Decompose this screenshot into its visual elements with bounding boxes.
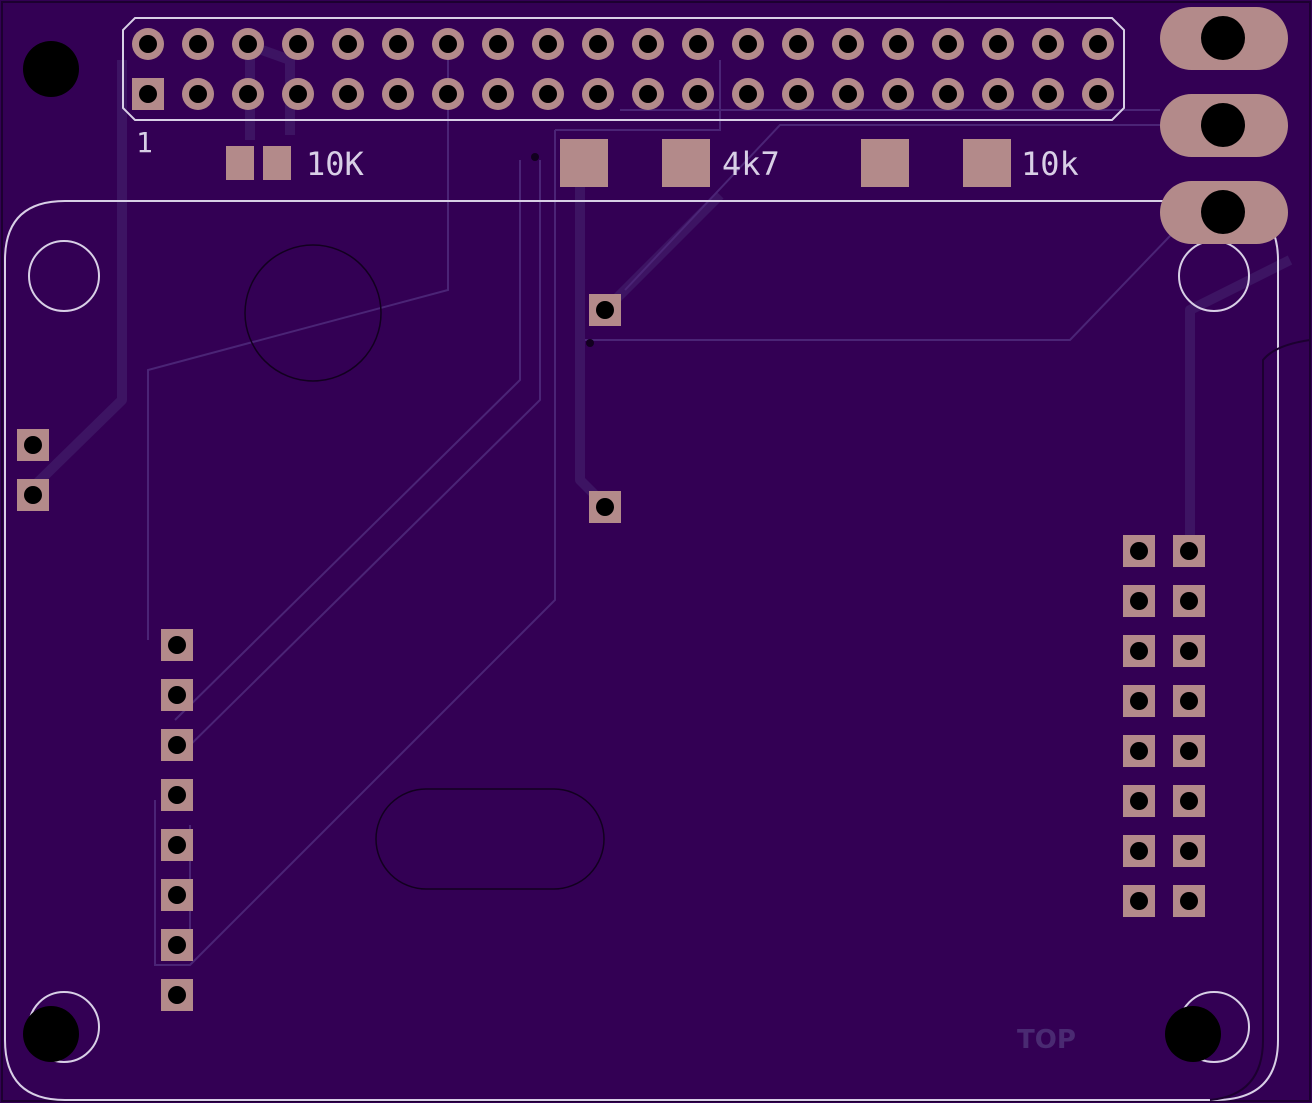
crystal-outline (375, 788, 605, 890)
through-hole-drill (1180, 792, 1198, 810)
gpio-drill (989, 35, 1007, 53)
gpio-drill (389, 85, 407, 103)
gpio-drill (339, 85, 357, 103)
gpio-drill (139, 85, 157, 103)
gpio-drill (1039, 85, 1057, 103)
terminal-drill-1 (1201, 16, 1245, 60)
gpio-drill (1089, 35, 1107, 53)
gpio-drill (1089, 85, 1107, 103)
gpio-drill (339, 35, 357, 53)
through-hole-drill (168, 886, 186, 904)
gpio-header-outline (122, 17, 1125, 121)
r2-value-label: 4k7 (722, 145, 780, 183)
gpio-header (132, 28, 1114, 110)
buzzer-outline (244, 244, 382, 382)
gpio-drill (489, 35, 507, 53)
gpio-drill (739, 85, 757, 103)
gpio-drill (289, 85, 307, 103)
gpio-drill (439, 35, 457, 53)
through-hole-drill (1130, 742, 1148, 760)
gpio-drill (189, 35, 207, 53)
signal-traces (147, 60, 1196, 966)
gpio-drill (789, 85, 807, 103)
r3-value-label: 10k (1021, 145, 1079, 183)
gpio-drill (939, 35, 957, 53)
gpio-drill (589, 35, 607, 53)
gpio-drill (839, 35, 857, 53)
r2-pad-1 (560, 139, 608, 187)
through-hole-drill (1180, 642, 1198, 660)
through-hole-drill (596, 498, 614, 516)
mount-hole-top-left (23, 41, 79, 97)
gpio-drill (139, 35, 157, 53)
through-hole-drill (1180, 892, 1198, 910)
gpio-drill (639, 35, 657, 53)
gpio-drill (189, 85, 207, 103)
gpio-drill (289, 35, 307, 53)
gpio-drill (539, 85, 557, 103)
through-hole-drill (168, 986, 186, 1004)
r3-pad-2 (963, 139, 1011, 187)
gpio-drill (689, 35, 707, 53)
hat-mount-hole-tl (28, 240, 100, 312)
gpio-drill (989, 85, 1007, 103)
pin1-label: 1 (136, 126, 153, 159)
gpio-drill (389, 35, 407, 53)
through-hole-drill (1130, 842, 1148, 860)
gpio-drill (739, 35, 757, 53)
through-hole-drill (1130, 642, 1148, 660)
through-hole-drill (168, 836, 186, 854)
r2-pad-2 (662, 139, 710, 187)
gpio-drill (1039, 35, 1057, 53)
through-hole-drill (1180, 842, 1198, 860)
board-edge-cutout (1209, 339, 1311, 1101)
gpio-drill (489, 85, 507, 103)
gpio-drill (789, 35, 807, 53)
through-hole-drill (1130, 542, 1148, 560)
through-hole-drill (1180, 592, 1198, 610)
r1-value-label: 10K (306, 145, 365, 183)
gpio-drill (639, 85, 657, 103)
terminal-drill-3 (1201, 190, 1245, 234)
screw-terminal (1160, 7, 1288, 244)
through-hole-drill (24, 486, 42, 504)
through-hole-drill (1130, 792, 1148, 810)
terminal-drill-2 (1201, 103, 1245, 147)
r3-pad-1 (861, 139, 909, 187)
through-hole-drill (1130, 692, 1148, 710)
through-hole-drill (1180, 742, 1198, 760)
through-hole-drill (1180, 542, 1198, 560)
through-hole-drill (596, 301, 614, 319)
through-hole-drill (1130, 892, 1148, 910)
gpio-drill (239, 85, 257, 103)
gpio-drill (889, 85, 907, 103)
through-hole-pads (17, 294, 1205, 1011)
through-hole-drill (168, 636, 186, 654)
layer-label: TOP (1017, 1025, 1076, 1055)
mount-hole-bottom-right (1165, 1006, 1221, 1062)
through-hole-drill (24, 436, 42, 454)
through-hole-drill (168, 736, 186, 754)
through-hole-drill (1130, 592, 1148, 610)
r1-pad-2 (263, 146, 291, 180)
r1-pad-1 (226, 146, 254, 180)
gpio-drill (839, 85, 857, 103)
gpio-drill (889, 35, 907, 53)
gpio-drill (589, 85, 607, 103)
gpio-drill (939, 85, 957, 103)
through-hole-drill (1180, 692, 1198, 710)
gpio-drill (239, 35, 257, 53)
through-hole-drill (168, 936, 186, 954)
gpio-drill (539, 35, 557, 53)
gpio-drill (689, 85, 707, 103)
via-1 (531, 153, 539, 161)
via-2 (586, 339, 594, 347)
through-hole-drill (168, 786, 186, 804)
gpio-drill (439, 85, 457, 103)
mount-hole-bottom-left (23, 1006, 79, 1062)
through-hole-drill (168, 686, 186, 704)
